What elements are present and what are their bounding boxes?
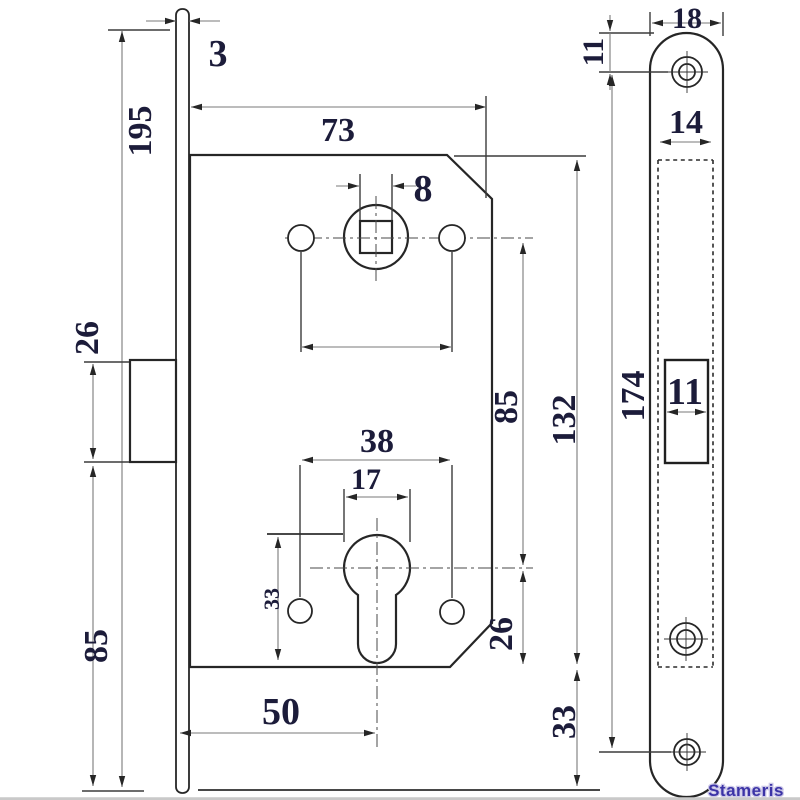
dim-cylinder-width: 17 [343,463,411,542]
faceplate-side [648,31,725,799]
side-view: 18 11 14 174 11 [577,2,725,799]
dim-label-17: 17 [351,463,381,496]
dim-cutout-width: 14 [660,104,711,146]
dim-label-26-left: 26 [69,321,106,355]
fixing-hole-bottom-right [439,599,465,625]
dim-label-85-left: 85 [78,629,115,663]
dim-label-14: 14 [669,104,703,141]
dim-label-18: 18 [672,2,702,35]
dim-label-85-right: 85 [488,390,525,424]
dim-cylinder-to-case-bottom: 26 [483,571,527,664]
dim-backset: 50 [180,691,375,737]
dim-case-height: 132 [454,155,586,664]
dim-label-73: 73 [321,112,355,149]
dim-faceplate-length: 195 [108,29,170,787]
screw-hole-top [666,51,708,93]
dim-centers-distance: 85 [488,243,527,565]
dim-label-3: 3 [209,33,228,75]
dim-label-132: 132 [546,395,583,446]
watermark-logo: Stameris [708,781,784,800]
front-view: 3 195 73 8 26 [69,8,600,794]
faceplate-edge [175,8,190,794]
dim-deadbolt-to-plate-end: 85 [78,466,144,792]
dim-label-33-small: 33 [259,588,284,610]
dim-label-11-bolt: 11 [667,371,703,413]
dim-spindle-square: 8 [336,168,433,220]
fixing-hole-bottom-left [287,598,313,624]
dim-plate-width: 18 [649,2,724,36]
dim-fixing-holes-spacing: 38 [299,423,453,598]
dim-label-50: 50 [262,691,300,733]
dim-label-26-right: 26 [483,617,520,651]
deadbolt-opening [663,358,710,465]
dim-screw-centers: 174 [599,75,671,753]
screw-hole-middle [664,617,708,661]
dim-label-33-right: 33 [546,705,583,739]
dim-case-width: 73 [191,96,487,198]
dim-label-8: 8 [414,168,433,210]
dim-case-to-plate-end: 33 [546,670,583,786]
dim-deadbolt-height: 26 [69,321,129,463]
dim-label-195: 195 [122,106,159,157]
fixing-hole-top-left [287,224,315,252]
dim-bolt-width: 11 [667,371,706,416]
dim-faceplate-thickness: 3 [146,17,228,75]
dim-label-174: 174 [615,371,652,422]
dim-label-11-top: 11 [577,38,610,66]
lock-case-outline [188,153,494,669]
dim-cylinder-offset: 33 [259,533,343,660]
fixing-hole-top-right [438,224,466,252]
screw-hole-bottom [668,733,706,771]
deadbolt-front [128,358,178,464]
dim-label-38: 38 [360,423,394,460]
